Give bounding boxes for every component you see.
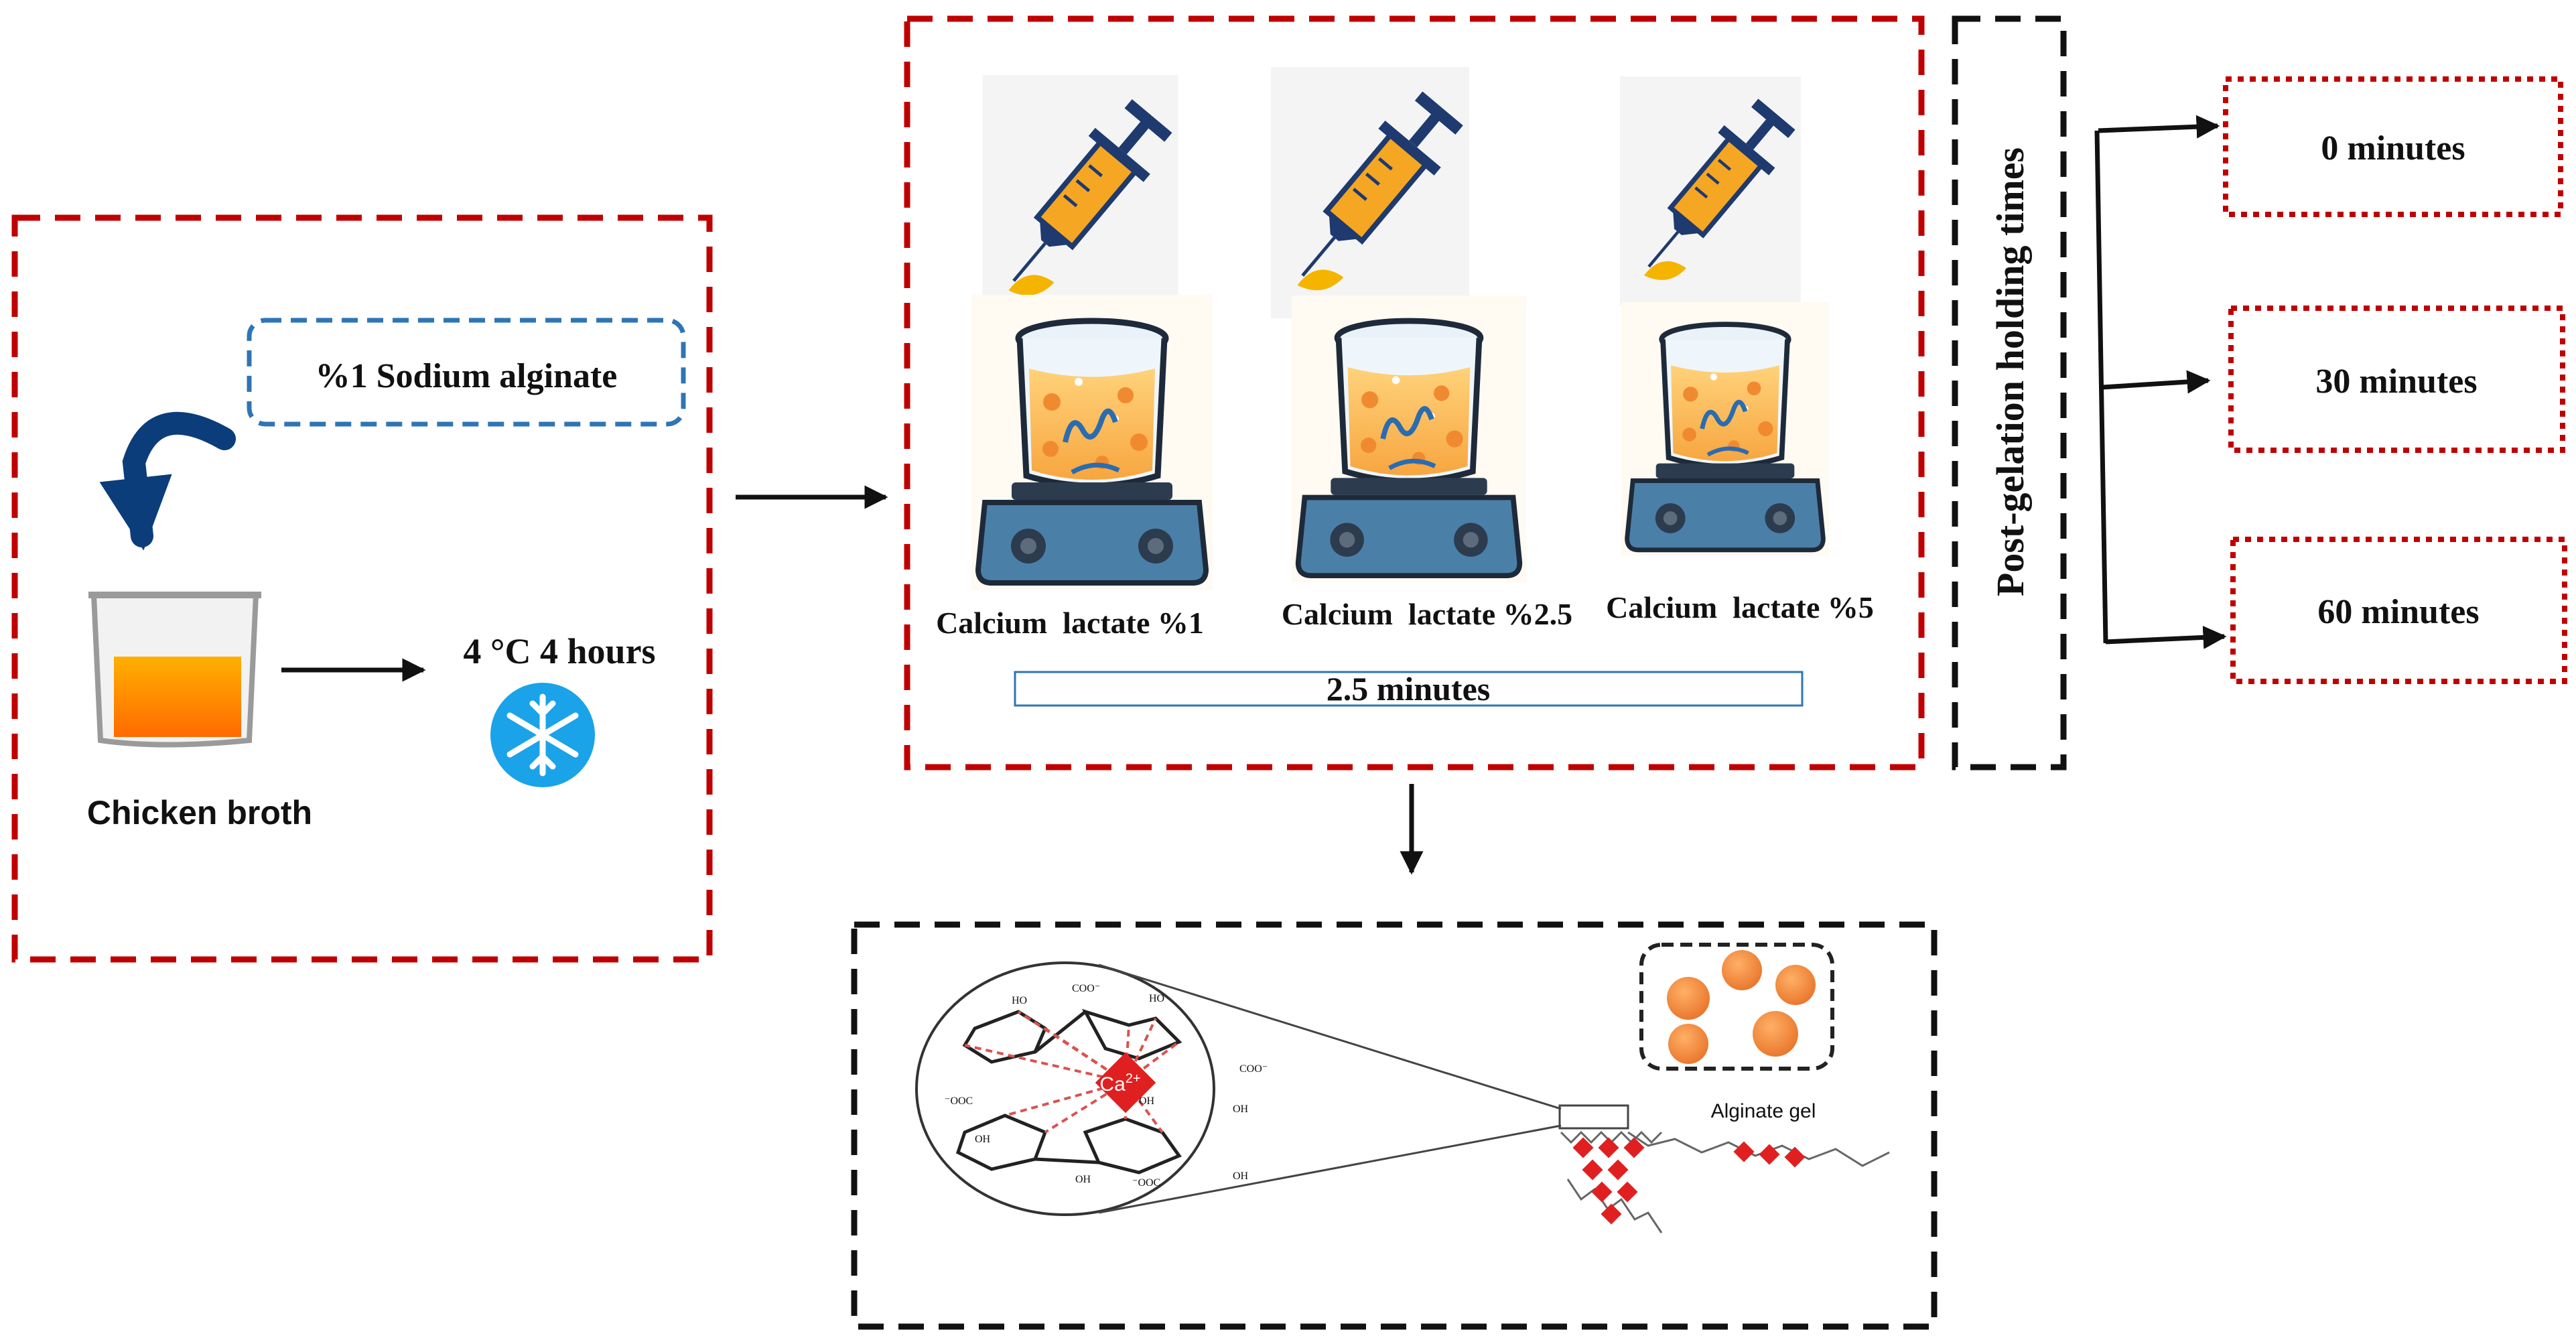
stirrer-icon — [1621, 302, 1829, 556]
group-label: OH — [1233, 1103, 1249, 1115]
stirrer-icon — [971, 295, 1213, 590]
group-label: OH — [975, 1134, 991, 1145]
alginate-chain — [1560, 1130, 1890, 1233]
gelation-panel — [904, 15, 1925, 770]
chemistry-panel — [851, 921, 1938, 1330]
calcium-ion-label: Ca2+ — [1099, 1071, 1140, 1095]
cooling-label: 4 °C 4 hours — [463, 631, 655, 671]
branch-arrow-0 — [2098, 115, 2220, 139]
zoom-box — [1558, 1104, 1629, 1130]
gel-beads-box — [1639, 943, 1834, 1071]
group-label: OH — [1075, 1174, 1091, 1185]
calcium-lactate-label-2: Calcium lactate %2.5 — [1282, 597, 1572, 631]
time-box-0 — [2223, 76, 2563, 217]
branch-arrow-60 — [2105, 625, 2227, 649]
chicken-broth-label: Chicken broth — [87, 794, 312, 831]
curved-arrow-icon — [99, 411, 236, 551]
time-label-30: 30 minutes — [2315, 362, 2477, 401]
group-label: OH — [1139, 1095, 1155, 1107]
alginate-gel-label: Alginate gel — [1711, 1100, 1816, 1122]
holding-times-box — [1952, 15, 2067, 770]
branch-arrow-30 — [2102, 370, 2211, 394]
group-label: OH — [1233, 1170, 1249, 1182]
zoom-line — [1098, 1124, 1562, 1214]
group-label: HO — [1012, 995, 1027, 1006]
syringe-icon — [1620, 76, 1802, 306]
group-label: ⁻OOC — [1132, 1177, 1160, 1189]
time-box-60 — [2230, 537, 2567, 684]
stirrer-icon — [1292, 295, 1526, 582]
sodium-alginate-label: %1 Sodium alginate — [316, 357, 618, 395]
time-label-60: 60 minutes — [2317, 593, 2479, 631]
group-label: HO — [1149, 993, 1164, 1004]
calcium-lactate-label-1: Calcium lactate %1 — [936, 606, 1204, 640]
gelation-time-box — [1014, 671, 1804, 707]
syringe-icon — [982, 75, 1179, 323]
sodium-alginate-box — [247, 318, 686, 427]
syringe-icon — [1271, 67, 1471, 318]
time-label-0: 0 minutes — [2321, 129, 2465, 168]
group-label: ⁻OOC — [945, 1095, 973, 1107]
gelation-time-label: 2.5 minutes — [1327, 670, 1490, 708]
calcium-lactate-label-3: Calcium lactate %5 — [1606, 590, 1874, 624]
group-label: COO⁻ — [1239, 1063, 1268, 1075]
beaker-icon — [88, 592, 261, 748]
preparation-panel — [11, 214, 713, 963]
holding-times-title: Post-gelation holding times — [1988, 147, 2032, 596]
gel-beads — [1667, 950, 1816, 1064]
time-box-30 — [2228, 306, 2565, 453]
egg-box-structure: Ca2+ HO COO⁻ HO COO⁻ ⁻OOC OH OH ⁻OOC OH … — [915, 961, 1268, 1216]
snowflake-icon — [490, 683, 595, 787]
zoom-line — [1098, 963, 1562, 1110]
group-label: COO⁻ — [1072, 983, 1100, 994]
branch-stem — [2094, 130, 2108, 644]
